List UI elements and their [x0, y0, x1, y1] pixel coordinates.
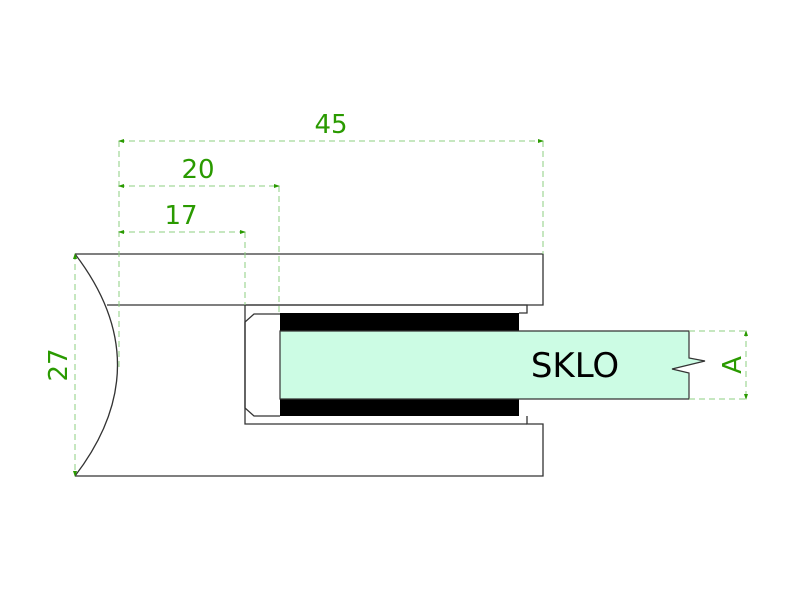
glass-panel	[279, 330, 706, 400]
dimension-lines	[73, 139, 748, 477]
clamp-bottom-jaw	[75, 416, 544, 477]
dimension-27: 27	[44, 348, 74, 381]
top-step	[245, 304, 528, 314]
dimension-a: A	[718, 356, 748, 374]
rubber-gasket-bottom	[280, 399, 519, 416]
clamp-body	[74, 253, 544, 477]
curved-back	[74, 253, 119, 477]
insert-chamfered	[244, 313, 280, 417]
dimension-20: 20	[181, 155, 214, 185]
dimension-45: 45	[314, 110, 347, 140]
dimension-17: 17	[164, 201, 197, 231]
clamp-top-jaw	[75, 253, 544, 306]
rubber-gasket-top	[280, 313, 519, 331]
glass-label: SKLO	[531, 346, 619, 386]
